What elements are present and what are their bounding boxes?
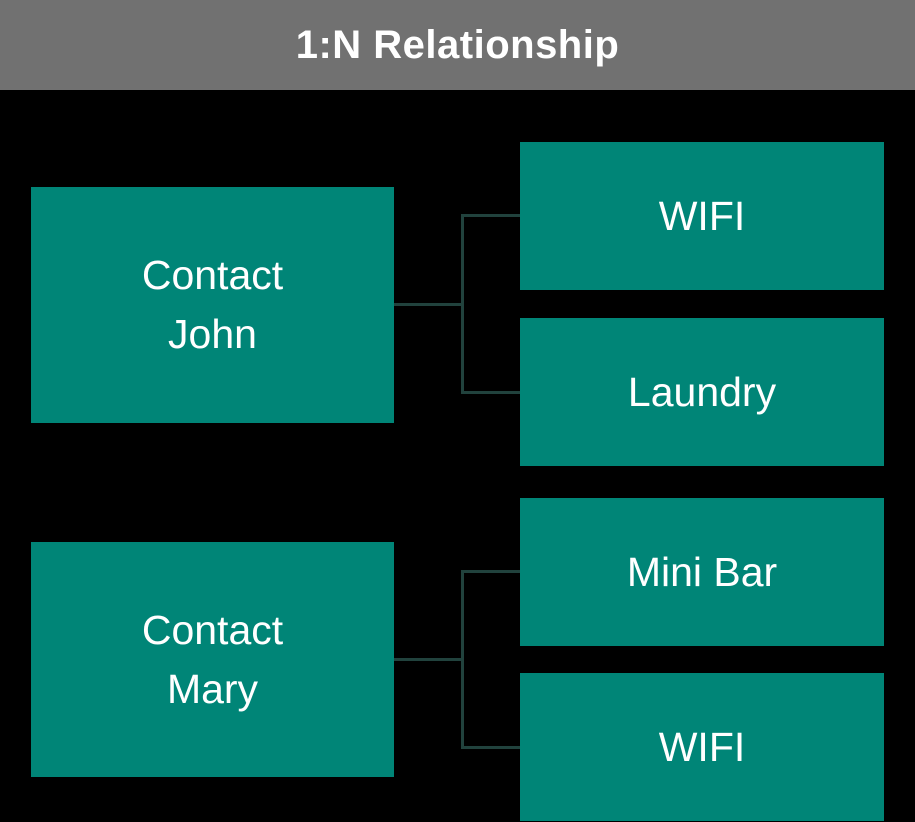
connector-john-branch-wifi: [461, 214, 520, 217]
connector-mary-branch-minibar: [461, 570, 520, 573]
node-label-line: Mary: [166, 665, 259, 712]
title-bar: 1:N Relationship: [0, 0, 915, 90]
node-label: Mini Bar: [626, 548, 778, 595]
connector-mary-branch-wifi: [461, 746, 520, 749]
node-wifi-mary: WIFI: [520, 673, 884, 821]
node-laundry-john: Laundry: [520, 318, 884, 466]
node-minibar-mary: Mini Bar: [520, 498, 884, 646]
connector-mary-stem: [394, 658, 462, 661]
node-contact-mary: Contact Mary: [31, 542, 394, 777]
connector-john-vertical: [461, 214, 464, 394]
node-label: Laundry: [627, 368, 777, 415]
node-wifi-john: WIFI: [520, 142, 884, 290]
connector-john-branch-laundry: [461, 391, 520, 394]
connector-john-stem: [394, 303, 462, 306]
node-contact-john: Contact John: [31, 187, 394, 423]
node-label-line: John: [168, 311, 257, 357]
page-title: 1:N Relationship: [295, 22, 620, 67]
connector-mary-vertical: [461, 570, 464, 749]
node-label-line: Contact: [141, 252, 284, 298]
node-label: WIFI: [658, 723, 746, 770]
node-label: WIFI: [658, 192, 746, 239]
node-label-line: Contact: [141, 606, 284, 653]
